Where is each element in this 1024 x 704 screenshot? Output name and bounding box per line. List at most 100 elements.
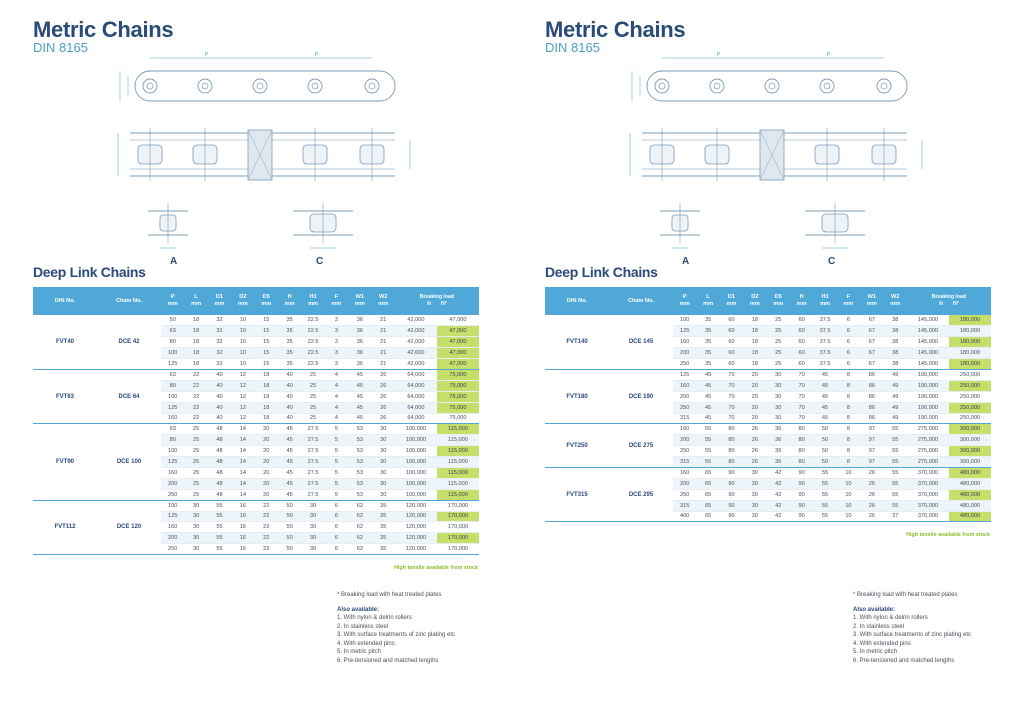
table-cell: 21 bbox=[371, 315, 395, 327]
table-cell: 38 bbox=[883, 347, 907, 360]
table-cell: 48 bbox=[207, 434, 232, 447]
column-header-unit: mm bbox=[890, 301, 901, 307]
chain-number-cell: DCE 275 bbox=[609, 423, 673, 468]
table-cell: 50 bbox=[277, 543, 302, 556]
table-cell: 5 bbox=[324, 434, 349, 447]
table-cell: 45 bbox=[277, 434, 302, 447]
table-cell: 22 bbox=[184, 413, 208, 425]
table-cell: 36 bbox=[348, 315, 372, 327]
table-cell: 8 bbox=[836, 423, 861, 436]
table-cell: 97 bbox=[860, 434, 884, 447]
footnotes: * Breaking load with heat treated plates… bbox=[337, 591, 455, 665]
column-header-unit: mm bbox=[796, 301, 807, 307]
section-title: Deep Link Chains bbox=[33, 264, 146, 280]
table-cell: 30 bbox=[743, 511, 767, 523]
table-cell: 70 bbox=[789, 402, 814, 414]
table-cell: 55 bbox=[813, 467, 837, 479]
table-cell: 25 bbox=[766, 347, 790, 360]
table-cell: 70 bbox=[719, 402, 744, 414]
table-cell: 16 bbox=[231, 521, 255, 534]
table-cell: 90 bbox=[719, 489, 744, 501]
table-cell: 18 bbox=[743, 315, 767, 327]
table-cell: 115,000 bbox=[436, 456, 479, 468]
column-header: Chain No. bbox=[609, 287, 673, 315]
table-cell: 47,000 bbox=[436, 347, 479, 360]
din-number-cell: FVT40 bbox=[33, 315, 97, 370]
table-cell: 35 bbox=[371, 532, 395, 545]
table-cell: 48 bbox=[207, 456, 232, 468]
table-cell: 250 bbox=[673, 402, 697, 414]
column-header-unit: mm bbox=[308, 301, 319, 307]
din-number-cell: FVT112 bbox=[33, 500, 97, 556]
table-cell: 4 bbox=[324, 380, 349, 392]
table-cell: 35 bbox=[277, 315, 302, 327]
table-cell: 90 bbox=[789, 489, 814, 501]
table-cell: 5 bbox=[324, 467, 349, 479]
table-cell: 20 bbox=[743, 380, 767, 392]
column-header-label: Chain No. bbox=[627, 297, 655, 304]
table-cell: 32 bbox=[207, 358, 232, 370]
table-cell: 25 bbox=[301, 369, 325, 381]
table-cell: 35 bbox=[371, 543, 395, 556]
column-header-label: D1 bbox=[215, 294, 224, 300]
table-cell: 26 bbox=[371, 380, 395, 392]
table-cell: 26 bbox=[371, 413, 395, 425]
table-cell: 86 bbox=[860, 380, 884, 392]
table-cell: 65 bbox=[696, 511, 720, 523]
detail-label-c: C bbox=[316, 256, 324, 267]
table-cell: 30 bbox=[184, 532, 208, 545]
table-cell: 200 bbox=[673, 478, 697, 490]
table-cell: 26 bbox=[860, 511, 884, 523]
table-cell: 480,000 bbox=[948, 500, 991, 512]
table-cell: 55 bbox=[207, 543, 232, 556]
also-available-title: Also available: bbox=[853, 606, 896, 613]
column-header-label: Chain No. bbox=[115, 297, 143, 304]
column-header-unit: mm bbox=[866, 301, 877, 307]
table-cell: 8 bbox=[836, 402, 861, 414]
column-header-label: H1 bbox=[309, 294, 317, 300]
table-cell: 25 bbox=[301, 413, 325, 425]
table-cell: 64,000 bbox=[394, 369, 437, 381]
table-cell: 36 bbox=[766, 423, 790, 436]
table-cell: 36 bbox=[766, 434, 790, 447]
table-cell: 75,000 bbox=[436, 380, 479, 392]
table-cell: 35 bbox=[277, 325, 302, 338]
breaking-load-n: N bbox=[427, 301, 431, 307]
table-cell: 250,000 bbox=[948, 391, 991, 403]
table-cell: 6 bbox=[836, 358, 861, 370]
table-cell: 40 bbox=[277, 391, 302, 403]
table-cell: 170,000 bbox=[436, 543, 479, 556]
table-cell: 97 bbox=[860, 445, 884, 458]
table-cell: 4 bbox=[324, 369, 349, 381]
table-cell: 60 bbox=[719, 325, 744, 338]
table-cell: 160 bbox=[161, 467, 185, 479]
table-cell: 180,000 bbox=[948, 315, 991, 327]
table-cell: 36 bbox=[348, 347, 372, 360]
table-cell: 200 bbox=[161, 478, 185, 490]
table-cell: 315 bbox=[673, 456, 697, 468]
table-cell: 67 bbox=[860, 347, 884, 360]
table-cell: 160 bbox=[161, 521, 185, 534]
table-cell: 115,000 bbox=[436, 467, 479, 479]
table-cell: 27.5 bbox=[301, 445, 325, 458]
table-cell: 26 bbox=[743, 456, 767, 468]
din-number-cell: FVT250 bbox=[545, 423, 609, 468]
page-subtitle: DIN 8165 bbox=[33, 40, 88, 55]
table-cell: 12 bbox=[231, 369, 255, 381]
table-cell: 60 bbox=[789, 358, 814, 370]
table-cell: 5 bbox=[324, 423, 349, 436]
table-cell: 40 bbox=[277, 402, 302, 414]
table-cell: 16 bbox=[231, 543, 255, 556]
column-header-label: W1 bbox=[867, 294, 877, 300]
column-header-unit: mm bbox=[820, 301, 831, 307]
